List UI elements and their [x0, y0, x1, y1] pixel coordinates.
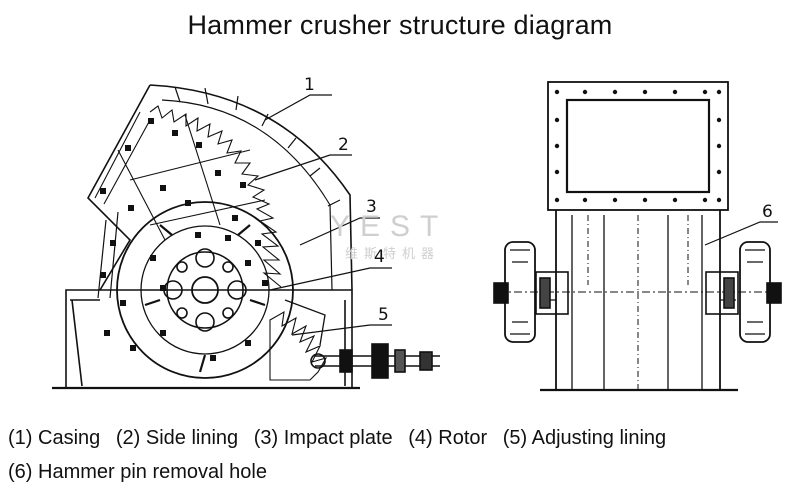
legend-item-rotor: (4) Rotor: [408, 427, 487, 449]
adjusting-rod: [310, 343, 440, 379]
rotor-outer: [116, 201, 294, 379]
watermark-chinese: 维斯特机器: [345, 246, 440, 261]
feed-flange: [547, 81, 729, 211]
legend-marker: (2): [115, 427, 141, 449]
legend-item-adjusting-lining: (5) Adjusting lining: [503, 427, 666, 449]
legend-label: Casing: [38, 427, 101, 449]
callout-1: 1: [304, 75, 315, 95]
legend-line-1: (1) Casing (2) Side lining (3) Impact pl…: [8, 427, 676, 450]
side-lining-teeth: [149, 105, 282, 288]
callout-4: 4: [374, 247, 385, 267]
side-view: [52, 84, 440, 390]
legend-line-2: (6) Hammer pin removal hole: [8, 461, 277, 484]
callout-3: 3: [366, 197, 377, 217]
legend-marker: (6): [8, 461, 33, 483]
right-pulley: [705, 241, 782, 343]
legend-marker: (1): [8, 427, 33, 449]
adjusting-lining: [269, 310, 328, 381]
legend-marker: (5): [502, 427, 528, 449]
legend-item-hammer-pin-removal-hole: (6) Hammer pin removal hole: [8, 461, 267, 483]
crusher-diagram: YEST 维斯特机器 1 2 3 4 5 6: [52, 75, 782, 392]
callout-6: 6: [762, 202, 773, 222]
diagram-title: Hammer crusher structure diagram: [187, 10, 613, 40]
legend-label: Rotor: [438, 427, 488, 449]
legend-item-casing: (1) Casing: [8, 427, 100, 449]
legend-marker: (3): [253, 427, 279, 449]
callout-5: 5: [378, 305, 389, 325]
callout-2: 2: [338, 135, 349, 155]
legend-label: Side lining: [145, 427, 239, 449]
watermark-latin: YEST: [330, 210, 448, 243]
plate-dots: [100, 118, 268, 361]
legend-label: Impact plate: [283, 427, 393, 449]
watermark: YEST 维斯特机器: [330, 210, 448, 261]
left-pulley: [493, 241, 569, 343]
legend-label: Hammer pin removal hole: [38, 461, 267, 483]
legend-label: Adjusting lining: [531, 427, 667, 449]
casing-shell: [87, 84, 151, 291]
legend-item-side-lining: (2) Side lining: [116, 427, 238, 449]
legend-item-impact-plate: (3) Impact plate: [254, 427, 393, 449]
front-view: [493, 81, 782, 392]
base-frame: [65, 289, 353, 388]
legend-marker: (4): [408, 427, 433, 449]
